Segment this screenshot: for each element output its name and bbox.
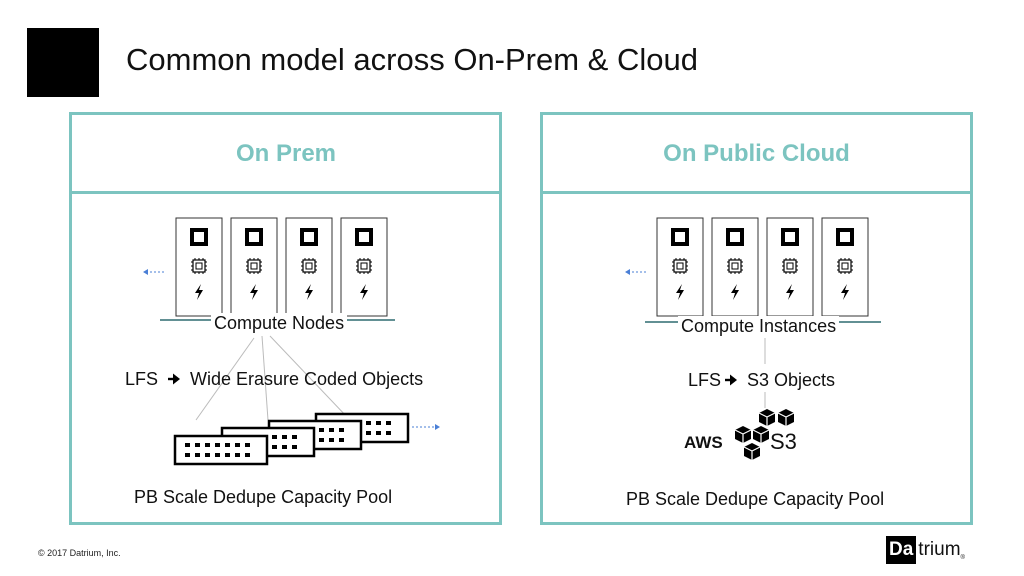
arrow-left-icon [143,269,166,275]
datrium-logo: Da trium ® [886,536,965,564]
capacity-pool-label-right: PB Scale Dedupe Capacity Pool [626,489,885,509]
compute-node [339,216,389,318]
compute-instance [765,216,815,318]
compute-instance [710,216,760,318]
compute-instance [820,216,870,318]
page-title: Common model across On-Prem & Cloud [126,42,698,77]
brand-box: Da [886,536,917,564]
compute-node [229,216,279,318]
public-cloud-heading: On Public Cloud [663,140,850,167]
lfs-arrow-icon [168,373,180,385]
capacity-pool-label-left: PB Scale Dedupe Capacity Pool [134,487,393,507]
on-prem-heading: On Prem [235,140,337,167]
storage-drive-icon [173,434,269,466]
lfs-target-left: Wide Erasure Coded Objects [190,369,424,389]
lfs-label-left: LFS [125,369,159,389]
compute-nodes-label: Compute Nodes [211,313,348,334]
copyright: © 2017 Datrium, Inc. [38,548,121,558]
brand-mark: ® [960,555,965,561]
lfs-arrow-icon [725,374,737,386]
on-prem-header: On Prem [72,115,499,194]
public-cloud-header: On Public Cloud [543,115,970,194]
compute-instance [655,216,705,318]
brand-rest: trium [918,539,961,560]
compute-node [174,216,224,318]
s3-label: S3 [770,429,797,454]
public-cloud-panel: On Public Cloud [540,112,973,525]
lfs-target-right: S3 Objects [747,370,836,390]
logo-square [27,28,99,97]
arrow-right-icon [412,424,440,430]
aws-label: AWS [684,433,723,452]
on-prem-panel: On Prem [69,112,502,525]
compute-node [284,216,334,318]
arrow-left-icon [625,269,648,275]
compute-instances-label: Compute Instances [678,316,840,337]
lfs-label-right: LFS [688,370,722,390]
